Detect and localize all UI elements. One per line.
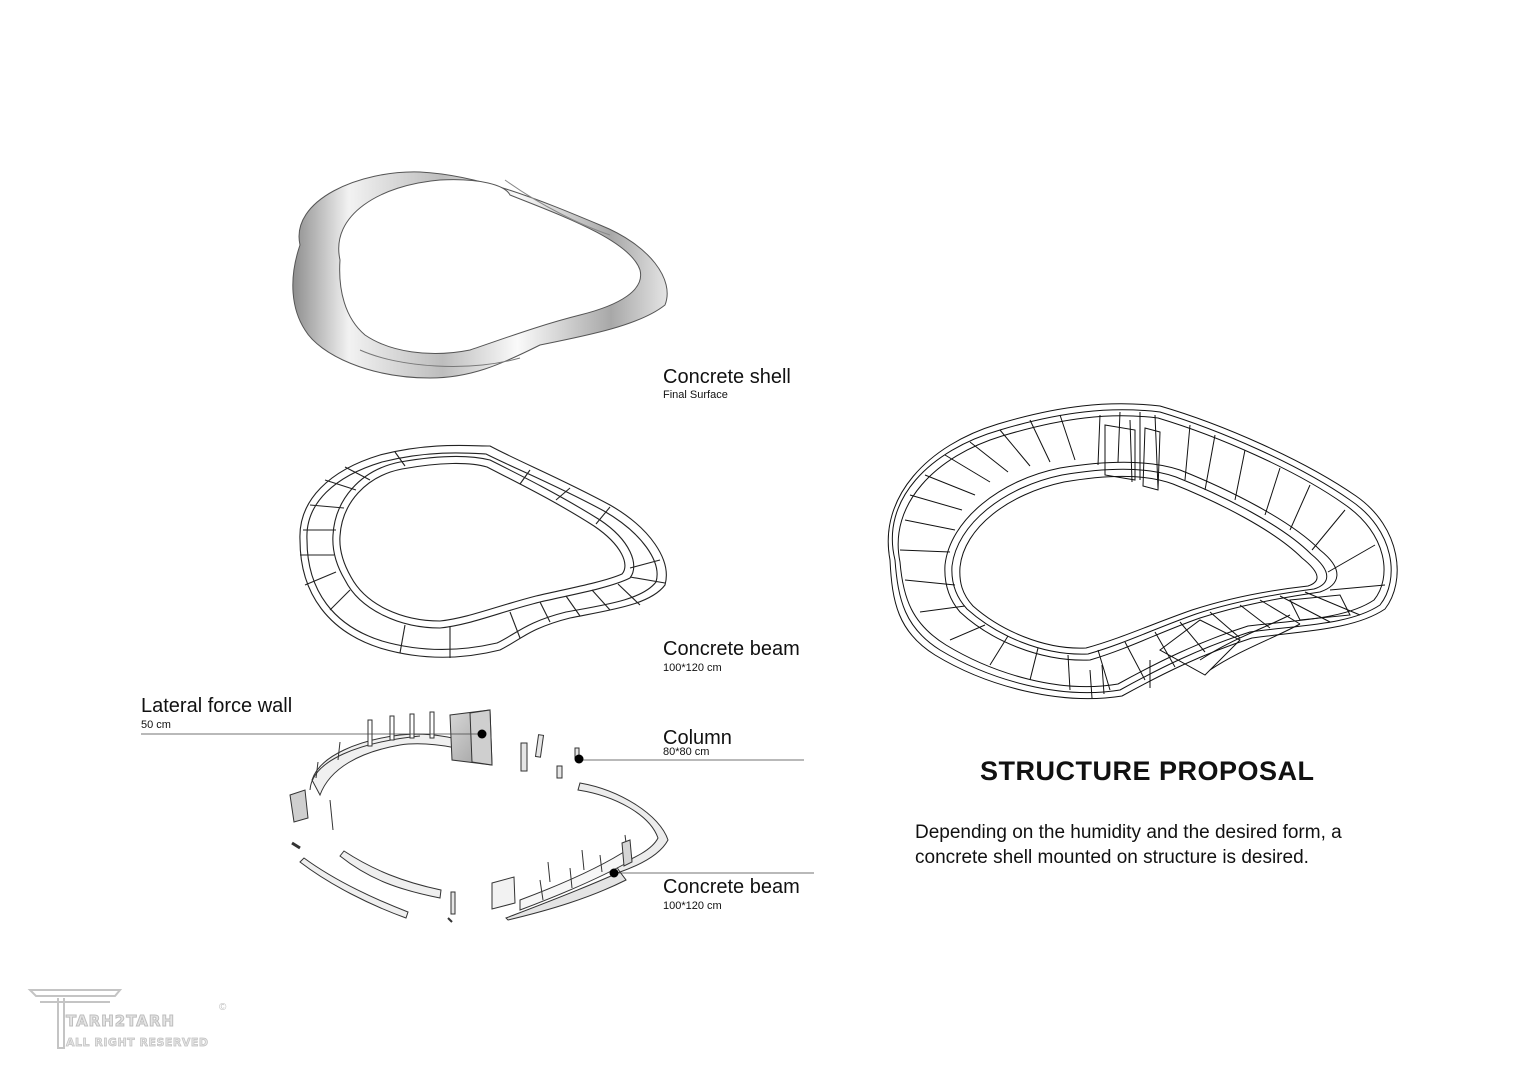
wall-callout-dot [477, 729, 487, 739]
exploded-components [289, 709, 669, 923]
logo-tagline: ALL RIGHT RESERVED [66, 1036, 209, 1050]
concrete-beam-bottom-sublabel: 100*120 cm [663, 900, 722, 912]
lateral-force-wall-sublabel: 50 cm [141, 719, 171, 731]
column-callout-dot [574, 754, 584, 764]
concrete-shell-label: Concrete shell [663, 366, 791, 388]
concrete-beam-top-label: Concrete beam [663, 638, 800, 660]
lateral-force-wall-label: Lateral force wall [141, 695, 293, 717]
concrete-shell-sublabel: Final Surface [663, 389, 728, 401]
concrete-beam-top-sublabel: 100*120 cm [663, 662, 722, 674]
logo-copyright: © [219, 1002, 227, 1013]
beam-callout-dot [609, 868, 619, 878]
description-text: Depending on the humidity and the desire… [915, 822, 1342, 868]
wireframe-structure [887, 403, 1398, 700]
logo-emblem [27, 989, 123, 1049]
column-sublabel: 80*80 cm [663, 746, 710, 758]
concrete-shell-render [292, 171, 668, 379]
concrete-beam-bottom-label: Concrete beam [663, 876, 800, 898]
column-label: Column [663, 727, 732, 749]
logo-name: TARH2TARH [66, 1012, 175, 1031]
callout-lines [141, 733, 814, 874]
concrete-beam-ring [299, 444, 667, 658]
page-title: STRUCTURE PROPOSAL [980, 756, 1315, 786]
